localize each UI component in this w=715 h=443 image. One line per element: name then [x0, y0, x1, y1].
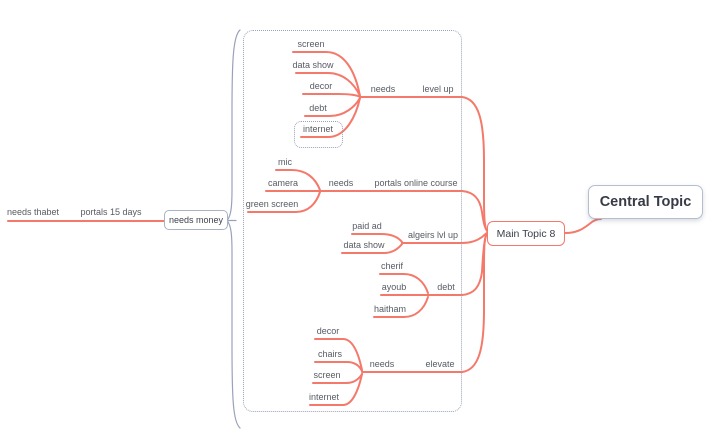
node-decor[interactable]: decor [316, 326, 340, 336]
node-screen[interactable]: screen [297, 39, 325, 49]
connector [300, 97, 361, 138]
node-cherif[interactable]: cherif [380, 261, 404, 271]
connector [379, 273, 429, 294]
node-data-show[interactable]: data show [292, 60, 334, 70]
node-decor[interactable]: decor [309, 81, 333, 91]
connector [304, 97, 361, 117]
node-screen[interactable]: screen [313, 370, 341, 380]
connector [461, 190, 489, 233]
internet-node-boundary [294, 121, 343, 148]
node-internet[interactable]: internet [308, 392, 340, 402]
node-chairs[interactable]: chairs [317, 349, 343, 359]
node-internet[interactable]: internet [302, 124, 334, 134]
connector [461, 96, 489, 233]
node-central-topic[interactable]: Central Topic [588, 185, 703, 219]
node-level-up[interactable]: level up [422, 84, 454, 94]
connector [302, 93, 361, 98]
node-needs[interactable]: needs [370, 84, 396, 94]
node-needs-money[interactable]: needs money [164, 210, 228, 230]
node-paid-ad[interactable]: paid ad [352, 221, 382, 231]
node-portals-15-days[interactable]: portals 15 days [80, 207, 142, 217]
summary-brace [226, 29, 241, 429]
connector [309, 373, 363, 406]
connector [292, 51, 361, 97]
node-ayoub[interactable]: ayoub [381, 282, 407, 292]
connector [314, 361, 363, 372]
node-camera[interactable]: camera [267, 178, 299, 188]
summary-brace-group [226, 29, 241, 429]
connector [247, 191, 321, 213]
connector [564, 218, 602, 234]
node-mic[interactable]: mic [278, 157, 292, 167]
node-needs-thabet[interactable]: needs thabet [6, 207, 60, 217]
node-needs[interactable]: needs [328, 178, 354, 188]
node-algeirs-lvl-up[interactable]: algeirs lvl up [407, 230, 459, 240]
connector [351, 233, 403, 243]
node-debt[interactable]: debt [309, 103, 327, 113]
node-needs[interactable]: needs [369, 359, 395, 369]
node-debt[interactable]: debt [437, 282, 455, 292]
connector [295, 72, 361, 97]
connector [373, 296, 429, 318]
node-data-show[interactable]: data show [343, 240, 385, 250]
node-elevate[interactable]: elevate [425, 359, 455, 369]
branch-lines [7, 51, 602, 406]
group-boundary [243, 30, 462, 412]
node-portals-online-course[interactable]: portals online course [374, 178, 458, 188]
connector [461, 231, 489, 373]
node-main-topic[interactable]: Main Topic 8 [487, 221, 565, 246]
node-haitham[interactable]: haitham [373, 304, 407, 314]
connector [314, 338, 363, 371]
connector [341, 243, 403, 254]
node-green-screen[interactable]: green screen [245, 199, 299, 209]
connector [275, 169, 321, 191]
